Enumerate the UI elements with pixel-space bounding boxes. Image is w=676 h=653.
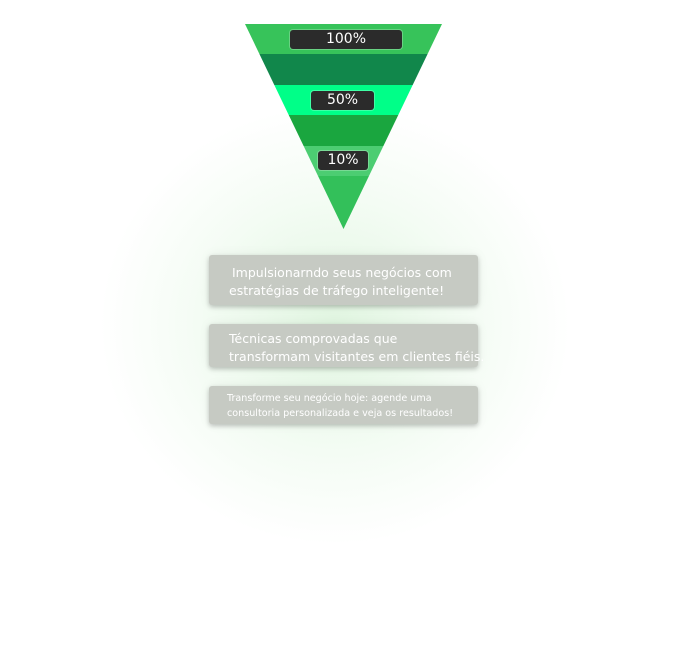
info-card-techniques: Técnicas comprovadas que transformam vis… xyxy=(209,324,485,367)
funnel-level-label-10: 10% xyxy=(318,151,368,170)
funnel-stage-4 xyxy=(288,115,399,146)
info-card-traffic: Impulsionarndo seus negócios com estraté… xyxy=(209,255,478,305)
info-card-line: Técnicas comprovadas que xyxy=(229,331,398,346)
info-card-line: Transforme seu negócio hoje: agende uma xyxy=(227,393,432,404)
funnel-level-label-50: 50% xyxy=(311,91,374,110)
info-card-line: transformam visitantes em clientes fiéis… xyxy=(229,349,485,364)
info-card-line: Impulsionarndo seus negócios com xyxy=(232,265,452,280)
info-card-line: consultoria personalizada e veja os resu… xyxy=(227,408,454,419)
info-card-consulting: Transforme seu negócio hoje: agende uma … xyxy=(209,386,478,424)
info-card-line: estratégias de tráfego inteligente! xyxy=(229,283,445,298)
funnel-stage-2 xyxy=(259,54,428,85)
funnel-stage-6 xyxy=(318,176,369,229)
funnel-level-label-100: 100% xyxy=(290,30,402,49)
